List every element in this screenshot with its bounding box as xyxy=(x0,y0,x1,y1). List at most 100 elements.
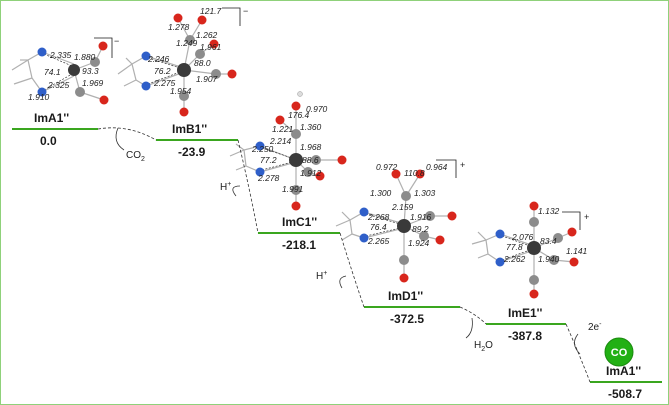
bond-label: 2.278 xyxy=(257,173,280,183)
bond-label: 1.991 xyxy=(282,184,304,194)
bond-label: 2.275 xyxy=(153,78,176,88)
bond-label: 77.8 xyxy=(506,242,523,252)
bond-label: 176.4 xyxy=(288,110,310,120)
bond-label: 1.912 xyxy=(300,168,322,178)
bond-label: 2.265 xyxy=(367,236,390,246)
metal-atom xyxy=(397,219,411,233)
nitrogen-atom xyxy=(255,167,265,177)
bond-label: 1.249 xyxy=(176,38,198,48)
energy-value-imc1: -218.1 xyxy=(282,238,316,252)
state-label-ima1: ImA1'' xyxy=(34,111,69,125)
oxygen-atom xyxy=(435,235,445,245)
co-badge-label: CO xyxy=(611,347,628,359)
molecule-imd1: 0.972 110.8 0.964 1.300 1.303 2.159 2.26… xyxy=(335,159,465,283)
bond-label: 1.969 xyxy=(82,78,104,88)
oxygen-atom xyxy=(179,107,189,117)
carbon-atom xyxy=(425,211,435,221)
oxygen-atom xyxy=(337,155,347,165)
bond-label: 0.972 xyxy=(376,162,398,172)
molecule-imb1: 1.278 121.7 1.249 1.262 2.246 1.961 76.2… xyxy=(117,6,248,117)
metal-atom xyxy=(68,64,80,76)
nitrogen-atom xyxy=(495,257,505,267)
reagent-arrows xyxy=(115,127,581,355)
bond-label: 1.221 xyxy=(272,124,294,134)
nitrogen-atom xyxy=(141,81,151,91)
carbon-atom xyxy=(529,275,539,285)
bond-label: 2.214 xyxy=(269,136,292,146)
carbon-atom xyxy=(195,49,205,59)
bond-label: 76.4 xyxy=(370,222,387,232)
oxygen-atom xyxy=(227,69,237,79)
oxygen-atom xyxy=(173,13,183,23)
bond-label: 2.076 xyxy=(511,232,534,242)
carbon-atom xyxy=(419,231,429,241)
bond-label: 0.964 xyxy=(426,162,448,172)
bond-label: 2.250 xyxy=(251,144,274,154)
energy-value-imb1: -23.9 xyxy=(178,145,206,159)
bond-label: 1.300 xyxy=(370,188,392,198)
bond-label: 2.325 xyxy=(47,80,70,90)
carbon-atom xyxy=(311,155,321,165)
metal-atom xyxy=(289,153,303,167)
bond-label: 88.0 xyxy=(194,58,211,68)
nitrogen-atom xyxy=(37,47,47,57)
oxygen-atom xyxy=(399,273,409,283)
carbon-atom xyxy=(179,91,189,101)
bond-label: 1.916 xyxy=(410,212,432,222)
carbon-atom xyxy=(75,87,85,97)
oxygen-atom xyxy=(99,95,109,105)
nitrogen-atom xyxy=(141,51,151,61)
bond-label: 83.4 xyxy=(540,236,557,246)
metal-atom xyxy=(527,241,541,255)
bond-label: 1.968 xyxy=(300,142,322,152)
nitrogen-atom xyxy=(359,207,369,217)
bond-label: 1.940 xyxy=(538,254,560,264)
bond-label: 110.8 xyxy=(404,168,425,178)
metal-atom xyxy=(177,63,191,77)
oxygen-atom xyxy=(209,39,219,49)
bond-label: 2.335 xyxy=(49,50,72,60)
bond-label: 2.246 xyxy=(147,54,170,64)
reagent-co2: CO2 xyxy=(126,150,145,163)
molecule-ima1: 2.335 74.1 1.880 93.3 2.325 1.910 1.969 … xyxy=(11,36,119,105)
oxygen-atom xyxy=(415,169,425,179)
oxygen-atom xyxy=(447,211,457,221)
carbon-atom xyxy=(303,167,313,177)
oxygen-atom xyxy=(315,171,325,181)
bond-label: 2.262 xyxy=(503,254,526,264)
reagent-electrons: 2e- xyxy=(588,321,602,333)
carbon-atom xyxy=(211,69,221,79)
bond-label: 74.1 xyxy=(44,67,61,77)
carbon-atom xyxy=(185,35,195,45)
bond-label: 1.262 xyxy=(196,30,218,40)
bond-label: 1.360 xyxy=(300,122,322,132)
oxygen-atom xyxy=(291,101,301,111)
oxygen-atom xyxy=(567,227,577,237)
oxygen-atom xyxy=(291,201,301,211)
oxygen-atom xyxy=(569,257,579,267)
reagent-water: H2O xyxy=(474,340,493,353)
oxygen-atom xyxy=(391,169,401,179)
carbon-atom xyxy=(529,217,539,227)
state-label-imb1: ImB1'' xyxy=(172,122,207,136)
state-labels: ImA1'' ImB1'' ImC1'' ImD1'' ImE1'' ImA1'… xyxy=(34,111,641,378)
oxygen-atom xyxy=(98,41,108,51)
energy-values: 0.0 -23.9 -218.1 -372.5 -387.8 -508.7 xyxy=(40,134,642,401)
bond-label: 89.2 xyxy=(412,224,429,234)
charge-label: + xyxy=(460,160,465,170)
energy-value-ime1: -387.8 xyxy=(508,329,542,343)
molecule-imc1: 176.4 0.970 1.221 1.360 2.214 2.250 1.96… xyxy=(229,91,347,211)
reagent-h-plus-2: H+ xyxy=(316,270,327,282)
bond-label: 121.7 xyxy=(200,6,222,16)
bond-label: 1.141 xyxy=(566,246,588,256)
bond-label: 1.924 xyxy=(408,238,430,248)
nitrogen-atom xyxy=(255,141,265,151)
energy-levels xyxy=(12,128,662,383)
nitrogen-atom xyxy=(495,229,505,239)
reagent-h-plus-1: H+ xyxy=(220,181,231,193)
connectors xyxy=(97,127,591,383)
energy-value-ima1: 0.0 xyxy=(40,134,57,148)
oxygen-atom xyxy=(529,201,539,211)
bond-label: 1.961 xyxy=(200,42,222,52)
